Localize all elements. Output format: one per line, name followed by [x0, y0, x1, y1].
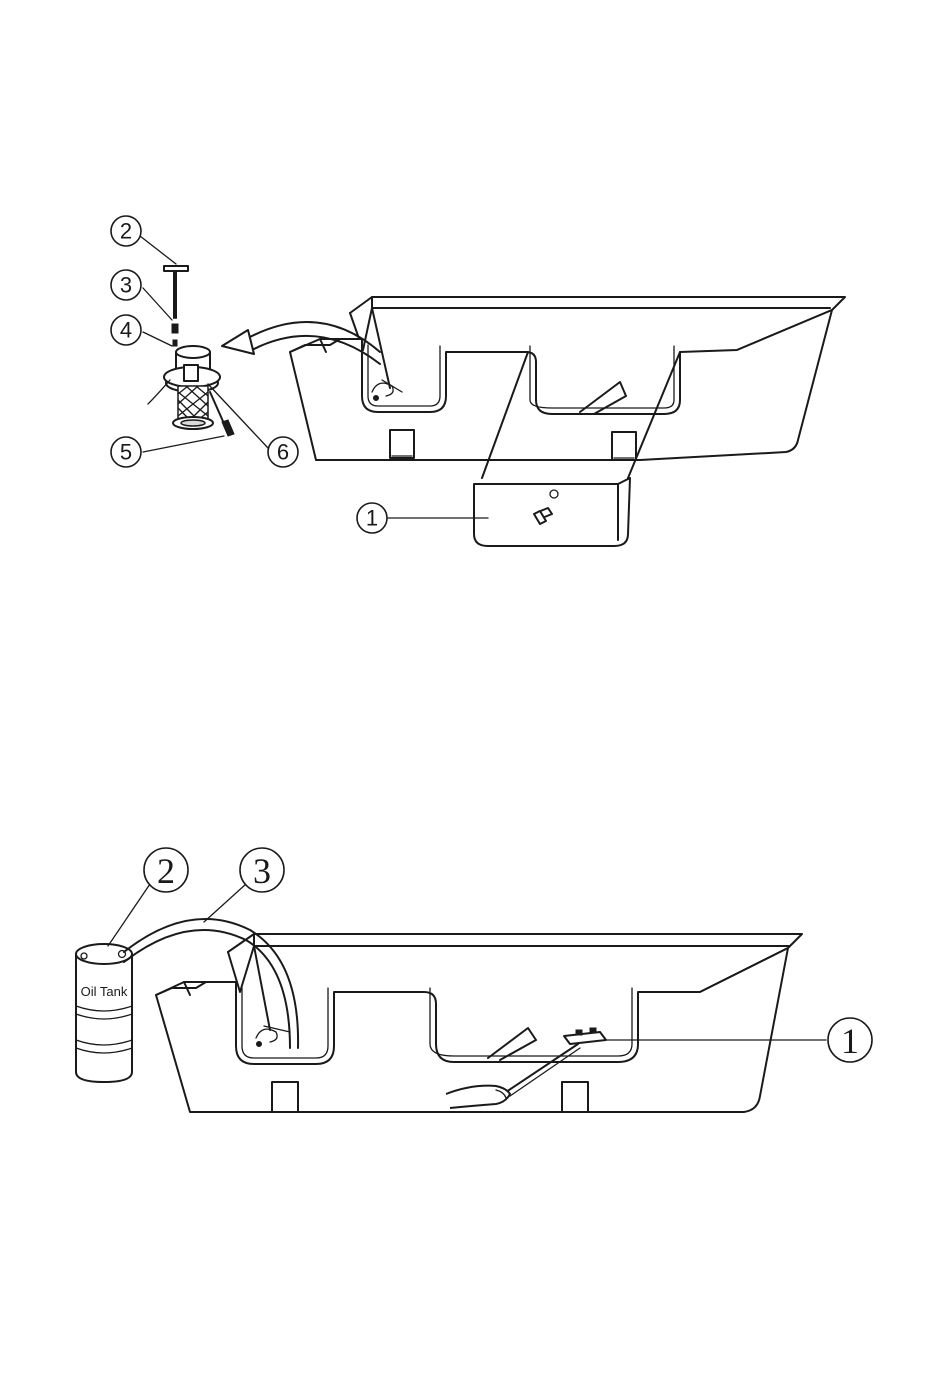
callout-bottom-1: 1 [828, 1018, 872, 1062]
callout-top-1-label: 1 [366, 506, 378, 531]
strainer-assembly [148, 266, 234, 436]
callout-top-6: 6 [268, 437, 298, 467]
bottom-diagram: Oil Tank 2 3 1 [76, 848, 872, 1112]
callout-top-4-label: 4 [120, 318, 132, 343]
oil-pan-top [290, 297, 845, 460]
top-diagram: 2 3 4 5 6 1 [111, 216, 845, 546]
drain-fitting [564, 1028, 606, 1044]
nut [172, 324, 178, 333]
callout-bottom-2-label: 2 [157, 851, 175, 891]
washer [173, 340, 177, 346]
callout-bottom-2: 2 [144, 848, 188, 892]
boss-left [390, 430, 414, 458]
callout-top-3: 3 [111, 270, 141, 300]
oil-tank-label: Oil Tank [81, 984, 128, 999]
callout-top-3-label: 3 [120, 273, 132, 298]
boss-bottom-left [272, 1082, 298, 1112]
boss-right [612, 432, 636, 460]
callout-bottom-1-label: 1 [841, 1021, 859, 1061]
callout-top-4: 4 [111, 315, 141, 345]
callout-top-2: 2 [111, 216, 141, 246]
boss-bottom-right [562, 1082, 588, 1112]
callout-top-1: 1 [357, 503, 387, 533]
callout-bottom-3-label: 3 [253, 851, 271, 891]
callout-bottom-3: 3 [240, 848, 284, 892]
oil-tank: Oil Tank [76, 944, 132, 1082]
callout-top-5: 5 [111, 437, 141, 467]
callout-top-6-label: 6 [277, 440, 289, 465]
callout-top-2-label: 2 [120, 219, 132, 244]
callout-top-5-label: 5 [120, 440, 132, 465]
